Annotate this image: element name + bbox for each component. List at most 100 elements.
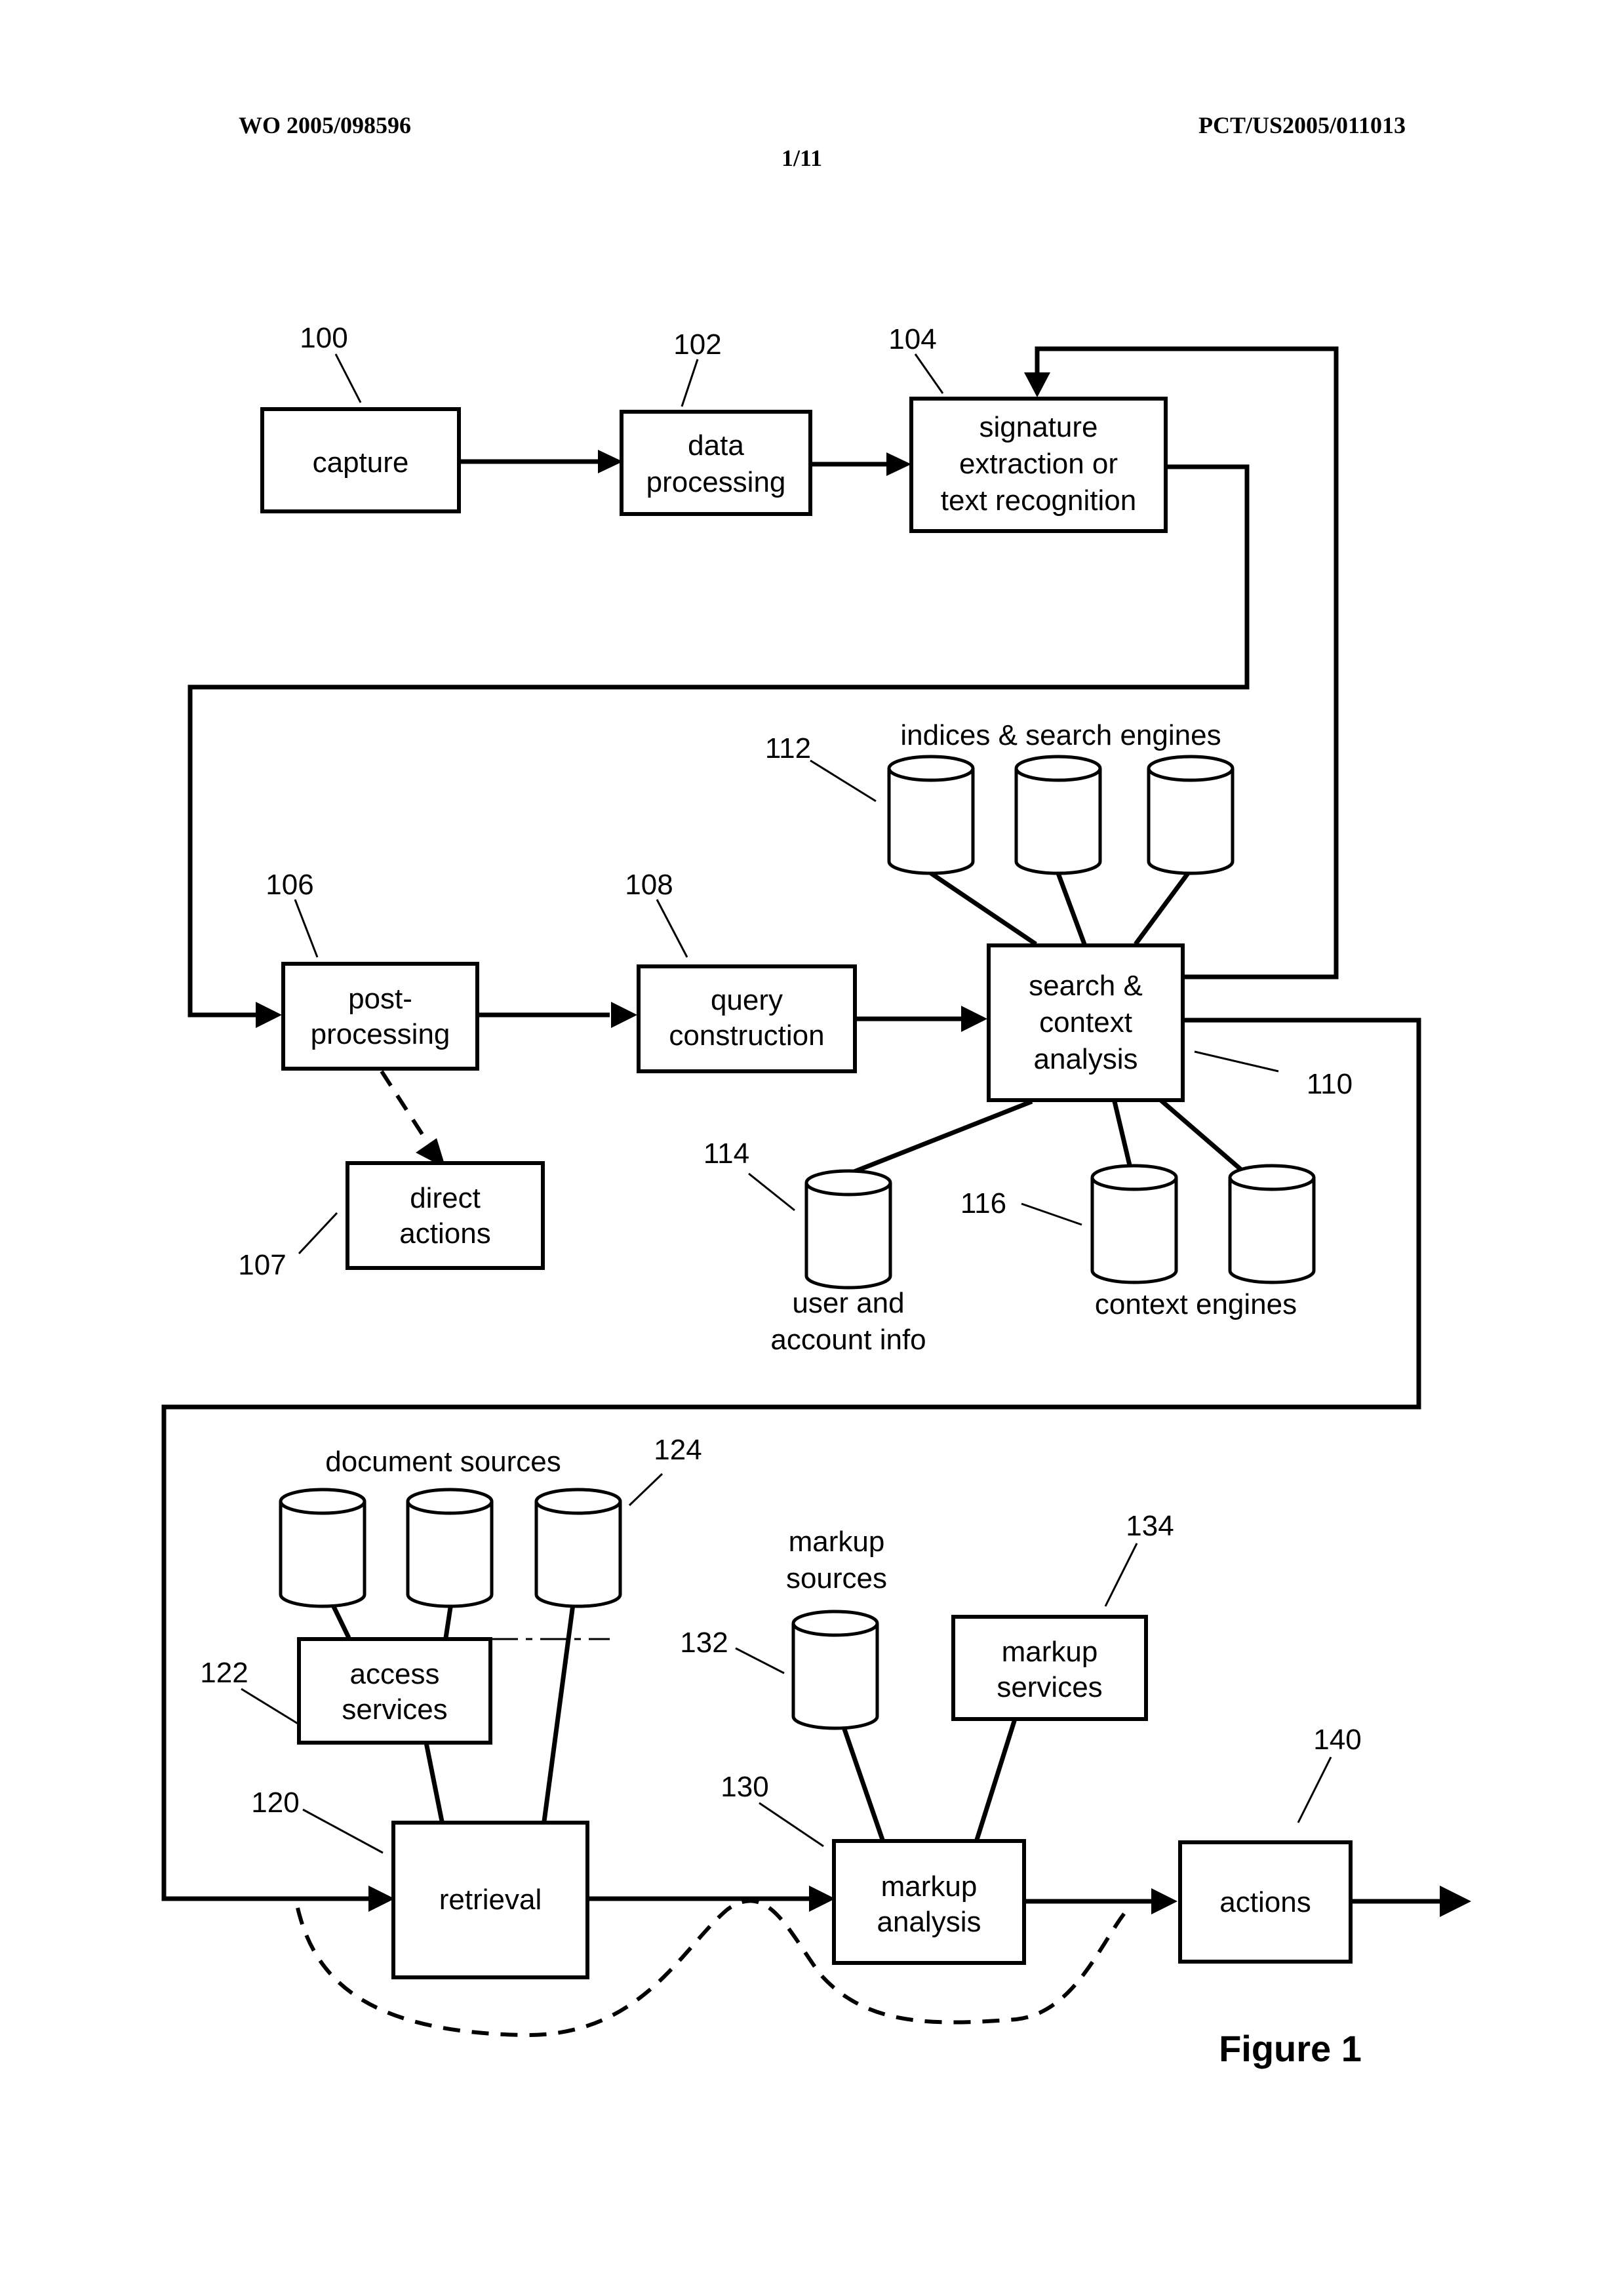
ref-110: 110 [1307, 1068, 1353, 1100]
box-actions: actions [1180, 1842, 1351, 1962]
ref-124: 124 [654, 1434, 702, 1466]
ref-130: 130 [721, 1771, 768, 1803]
database-icon [536, 1490, 620, 1606]
box-search-line-1: search & [1029, 970, 1143, 1002]
ref-120: 120 [251, 1787, 299, 1819]
box-signature-extraction: signature extraction or text recognition [911, 399, 1166, 531]
link-user-account-db [833, 1101, 1032, 1180]
box-access-line-1: access [350, 1658, 440, 1690]
box-search-line-2: context [1039, 1006, 1132, 1039]
ref-106: 106 [266, 869, 313, 901]
box-search-line-3: analysis [1034, 1043, 1138, 1075]
box-query-line-2: construction [669, 1019, 824, 1052]
box-markup-analysis-line-2: analysis [877, 1906, 981, 1938]
box-post-processing: post- processing [283, 964, 477, 1069]
arrowhead [1440, 1886, 1471, 1917]
ref-134: 134 [1126, 1510, 1174, 1542]
leader-107 [299, 1213, 337, 1254]
label-markup-sources-line-2: sources [786, 1562, 887, 1594]
box-capture: capture [262, 409, 459, 511]
database-icon [281, 1490, 365, 1606]
database-icon [806, 1171, 890, 1288]
label-user-account-line-2: account info [770, 1324, 926, 1356]
leader-100 [336, 354, 361, 403]
database-icon [793, 1612, 877, 1728]
ref-100: 100 [300, 322, 347, 354]
box-data-processing-line-1: data [688, 429, 744, 462]
link-index-2 [1058, 873, 1084, 944]
ref-102: 102 [673, 328, 721, 361]
ref-114: 114 [703, 1138, 749, 1170]
box-post-processing-line-1: post- [348, 983, 412, 1015]
box-capture-label: capture [313, 446, 409, 479]
arrowhead [368, 1886, 395, 1912]
link-markup-sources [841, 1718, 882, 1840]
label-document-sources: document sources [325, 1446, 561, 1478]
box-signature-line-2: extraction or [959, 448, 1118, 480]
link-context-engine-2 [1159, 1099, 1246, 1174]
ref-104: 104 [888, 323, 936, 355]
label-user-account-line-1: user and [792, 1287, 904, 1319]
box-query-line-1: query [711, 984, 783, 1016]
database-icon [1016, 757, 1100, 873]
database-icon [889, 757, 973, 873]
box-query-construction: query construction [639, 966, 855, 1071]
box-retrieval-label: retrieval [439, 1884, 542, 1916]
leader-114 [749, 1174, 795, 1210]
leader-110 [1195, 1052, 1278, 1071]
arrowhead [961, 1006, 987, 1032]
ref-116: 116 [960, 1187, 1006, 1219]
ref-108: 108 [625, 869, 673, 901]
leader-134 [1105, 1543, 1137, 1606]
label-markup-sources-line-1: markup [789, 1526, 885, 1558]
leader-102 [682, 359, 698, 406]
leader-140 [1298, 1757, 1331, 1823]
link-access-to-retrieval [426, 1743, 442, 1821]
leader-116 [1021, 1204, 1082, 1225]
leader-120 [303, 1810, 383, 1853]
box-signature-line-1: signature [979, 411, 1098, 443]
box-signature-line-3: text recognition [941, 485, 1136, 517]
label-indices-search-engines: indices & search engines [900, 719, 1221, 751]
box-data-processing: data processing [622, 412, 810, 514]
box-actions-label: actions [1219, 1886, 1311, 1918]
database-icon [1230, 1166, 1314, 1282]
box-markup-services-line-2: services [997, 1671, 1102, 1703]
link-markup-services [977, 1719, 1015, 1840]
leader-108 [657, 900, 687, 957]
box-markup-services-line-1: markup [1002, 1636, 1098, 1668]
arrowhead [1151, 1888, 1177, 1914]
arrowhead [598, 450, 623, 473]
leader-124 [629, 1474, 662, 1505]
arrowhead [256, 1002, 282, 1028]
box-search-context-analysis: search & context analysis [989, 945, 1183, 1100]
dashed-arrow-post-processing-to-direct-actions [382, 1071, 425, 1138]
ref-107: 107 [238, 1249, 286, 1281]
box-data-processing-line-2: processing [646, 466, 786, 498]
ref-132: 132 [680, 1627, 728, 1659]
database-icon [1149, 757, 1233, 873]
ref-140: 140 [1313, 1724, 1361, 1756]
box-direct-actions-line-2: actions [399, 1217, 490, 1250]
box-markup-services: markup services [953, 1617, 1146, 1719]
arrowhead [1024, 372, 1050, 397]
box-markup-analysis-line-1: markup [881, 1870, 978, 1903]
box-access-services: access services [299, 1639, 490, 1743]
label-context-engines: context engines [1095, 1288, 1297, 1320]
arrowhead [886, 452, 911, 476]
ref-122: 122 [200, 1657, 248, 1689]
leader-122 [241, 1689, 299, 1724]
leader-104 [915, 354, 943, 393]
arrowhead [809, 1886, 835, 1912]
link-index-1 [931, 873, 1036, 944]
leader-130 [759, 1803, 823, 1846]
link-doc-source-3-to-retrieval [544, 1594, 574, 1821]
box-access-line-2: services [342, 1693, 447, 1726]
figure-label: Figure 1 [1219, 2028, 1362, 2069]
leader-112 [810, 761, 876, 801]
leader-106 [295, 900, 317, 957]
leader-132 [736, 1648, 784, 1673]
box-markup-analysis: markup analysis [834, 1841, 1024, 1963]
ref-112: 112 [765, 732, 811, 764]
